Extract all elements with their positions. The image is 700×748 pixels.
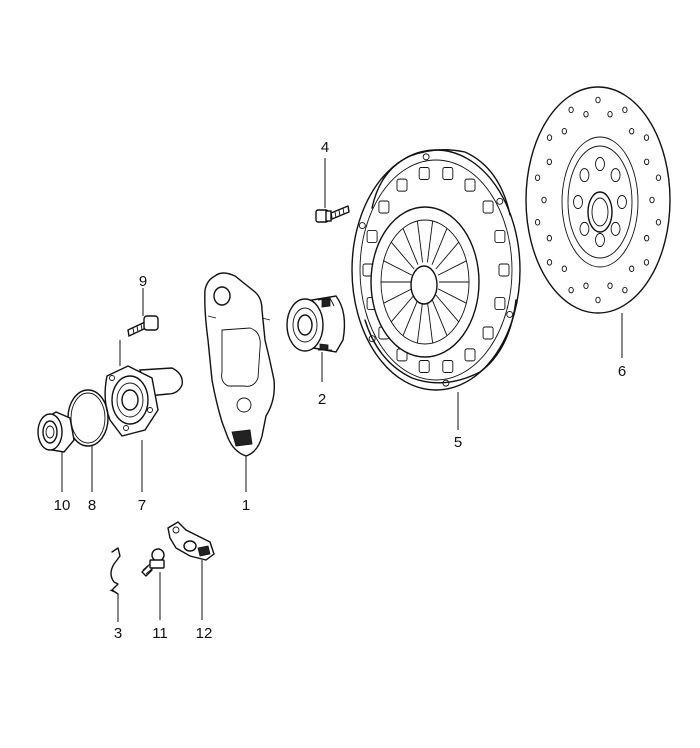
spring-finger-mark <box>416 220 424 263</box>
spring-finger-mark <box>431 299 448 336</box>
spring-finger-mark <box>402 228 419 265</box>
plate-tab-mark <box>464 178 476 192</box>
plate-tab-mark <box>442 167 454 180</box>
rivet-mark <box>546 259 553 266</box>
spring-finger-mark <box>437 260 467 276</box>
ball-stud-icon <box>141 548 165 577</box>
plate-tab-mark <box>498 263 510 277</box>
callout-6: 6 <box>618 363 626 380</box>
callout-7: 7 <box>138 497 146 514</box>
release-fork-icon <box>204 272 276 457</box>
rivet-mark <box>583 110 589 118</box>
pressure-plate-icon <box>351 149 521 391</box>
clutch-disc-icon <box>525 86 671 314</box>
rivet-mark <box>629 265 635 273</box>
callout-4: 4 <box>321 139 329 156</box>
rivet-mark <box>568 286 574 294</box>
plate-bolt-mark <box>496 197 504 205</box>
rivet-mark <box>595 296 601 304</box>
bracket-icon <box>167 521 215 561</box>
callout-1: 1 <box>242 497 250 514</box>
plate-tab-mark <box>494 230 506 243</box>
callout-5: 5 <box>454 434 462 451</box>
callout-12: 12 <box>196 625 213 642</box>
screw-icon <box>127 315 159 338</box>
hub-hole-mark <box>595 157 605 171</box>
spring-finger-mark <box>402 299 419 336</box>
rivet-mark <box>644 158 650 166</box>
plate-tab-mark <box>494 297 506 310</box>
hub-hole-mark <box>610 168 621 183</box>
rivet-mark <box>568 106 574 114</box>
hub-hole-mark <box>573 195 583 209</box>
plate-tab-mark <box>378 200 390 214</box>
hub-hole-mark <box>595 233 605 247</box>
rivet-mark <box>595 96 601 104</box>
retaining-spring-icon <box>109 547 121 595</box>
rivet-mark <box>546 134 553 141</box>
plate-tab-mark <box>482 200 494 214</box>
shaft-seal-icon <box>37 411 75 453</box>
plate-tab-mark <box>464 348 476 362</box>
rivet-mark <box>643 134 650 141</box>
rivet-mark <box>655 219 662 226</box>
rivet-mark <box>629 127 635 135</box>
callout-10: 10 <box>54 497 71 514</box>
rivet-mark <box>541 196 547 204</box>
spring-finger-mark <box>383 260 413 276</box>
plate-bolt-mark <box>442 379 450 387</box>
spring-finger-mark <box>426 301 434 344</box>
plate-tab-mark <box>442 360 454 373</box>
rivet-mark <box>583 282 589 290</box>
callout-9: 9 <box>139 273 147 290</box>
rivet-mark <box>546 234 552 242</box>
bolt-icon <box>315 205 350 223</box>
plate-bolt-mark <box>422 153 430 161</box>
spring-finger-mark <box>390 294 415 323</box>
plate-tab-mark <box>366 230 378 243</box>
rivet-mark <box>649 196 655 204</box>
spring-finger-mark <box>426 220 434 263</box>
release-bearing-icon <box>286 295 346 353</box>
callout-3: 3 <box>114 625 122 642</box>
rivet-mark <box>655 174 662 181</box>
hub-hole-mark <box>579 168 590 183</box>
callout-labels: 1 2 3 4 5 6 7 8 9 10 11 12 <box>54 139 627 642</box>
rivet-mark <box>607 282 613 290</box>
plate-bolt-mark <box>506 310 514 318</box>
hub-hole-mark <box>617 195 627 209</box>
callout-11: 11 <box>152 625 168 642</box>
plate-tab-mark <box>418 167 430 180</box>
callout-2: 2 <box>318 391 326 408</box>
plate-tab-mark <box>396 178 408 192</box>
spring-finger-mark <box>435 241 460 270</box>
callout-8: 8 <box>88 497 96 514</box>
rivet-mark <box>561 127 567 135</box>
spring-finger-mark <box>437 288 467 304</box>
rivet-mark <box>534 174 541 181</box>
spring-finger-mark <box>416 301 424 344</box>
spring-finger-mark <box>390 241 415 270</box>
rivet-mark <box>622 106 628 114</box>
rivet-mark <box>534 219 541 226</box>
spring-finger-mark <box>383 288 413 304</box>
guide-tube-icon <box>104 365 183 437</box>
rivet-mark <box>561 265 567 273</box>
hub-hole-mark <box>579 221 590 236</box>
spring-finger-mark <box>435 294 460 323</box>
rivet-mark <box>622 286 628 294</box>
rivet-mark <box>546 158 552 166</box>
plate-tab-mark <box>482 326 494 340</box>
plate-bolt-mark <box>358 222 366 230</box>
spring-finger-mark <box>431 228 448 265</box>
rivet-mark <box>607 110 613 118</box>
rivet-mark <box>643 259 650 266</box>
rivet-mark <box>644 234 650 242</box>
hub-hole-mark <box>610 221 621 236</box>
plate-bolt-mark <box>368 335 376 343</box>
plate-tab-mark <box>418 360 430 373</box>
leader-lines <box>61 158 623 622</box>
